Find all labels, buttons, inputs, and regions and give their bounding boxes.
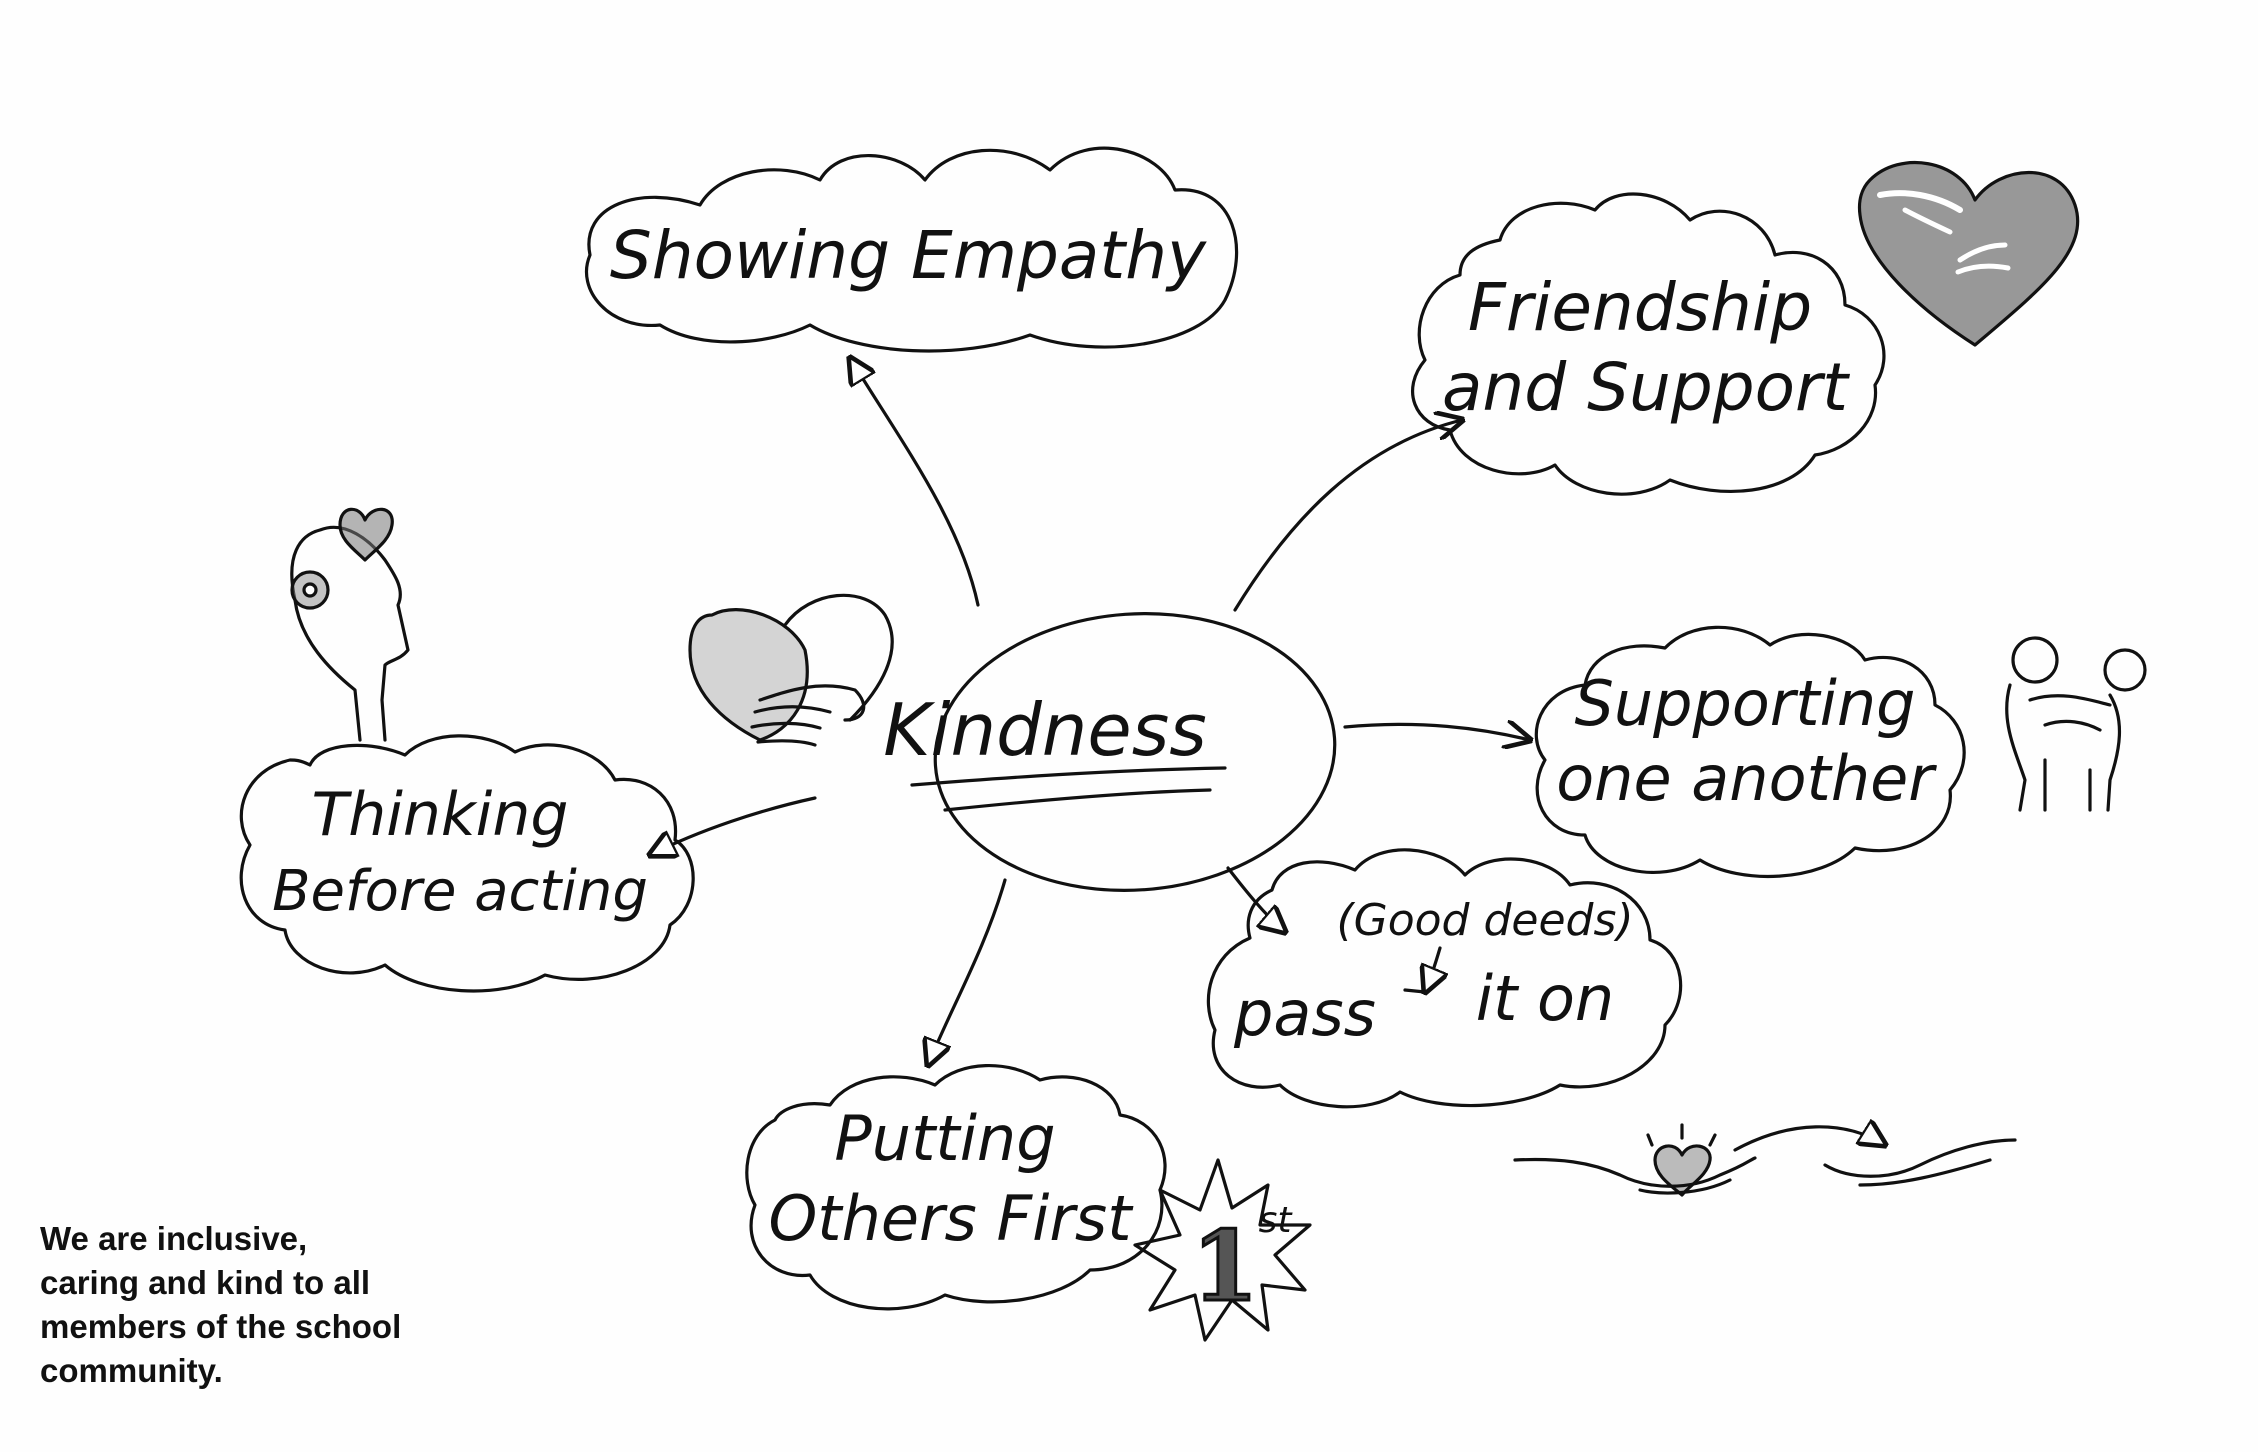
cloud-showing-empathy: [584, 146, 1239, 353]
handshake-heart-icon: [688, 593, 894, 747]
caption-line: community.: [40, 1352, 223, 1389]
hands-heart-icon: [1857, 160, 2080, 347]
node-label-friendship-2: and Support: [1442, 349, 1850, 426]
node-label-pass-1: pass: [1233, 977, 1376, 1050]
badge-suffix: st: [1259, 1200, 1294, 1241]
node-label-supporting-2: one another: [1556, 742, 1937, 815]
connector-friendship: [1233, 420, 1462, 612]
caption: We are inclusive, caring and kind to all…: [40, 1217, 460, 1393]
caption-line: caring and kind to all: [40, 1264, 371, 1301]
head-gear-heart-icon: [290, 507, 410, 742]
inner-arrow: [1425, 946, 1440, 992]
node-note-pass: (Good deeds): [1336, 895, 1633, 946]
center-label: Kindness: [883, 688, 1207, 772]
node-label-friendship-1: Friendship: [1468, 269, 1812, 346]
center-ellipse: [933, 612, 1337, 892]
cloud-putting-first: [745, 1064, 1167, 1311]
node-label-thinking-2: Before acting: [272, 859, 648, 924]
badge-number: 1: [1192, 1210, 1259, 1323]
connector-thinking: [650, 796, 817, 855]
cloud-pass-it-on: [1206, 848, 1683, 1109]
center-underline-2: [943, 788, 1212, 812]
caption-line: members of the school: [40, 1308, 402, 1345]
connector-supporting: [1343, 724, 1530, 740]
node-label-pass-2: it on: [1476, 962, 1614, 1035]
cloud-friendship: [1411, 192, 1886, 496]
connector-empathy: [850, 358, 980, 607]
connector-putting: [928, 878, 1007, 1065]
node-label-supporting-1: Supporting: [1575, 667, 1916, 740]
node-label-putting-1: Putting: [834, 1102, 1055, 1175]
hug-icon: [2005, 636, 2147, 812]
cloud-thinking: [239, 734, 695, 993]
node-label-thinking-1: Thinking: [312, 780, 569, 850]
give-heart-hands-icon: [1513, 1125, 2017, 1197]
node-label-putting-2: Others First: [768, 1182, 1134, 1255]
first-place-badge-icon: [1133, 1158, 1312, 1342]
center-underline: [910, 766, 1227, 787]
node-label-showing-empathy: Showing Empathy: [610, 217, 1207, 294]
cloud-supporting: [1534, 625, 1966, 879]
inner-arrow-stem: [1403, 988, 1427, 994]
caption-line: We are inclusive,: [40, 1220, 308, 1257]
